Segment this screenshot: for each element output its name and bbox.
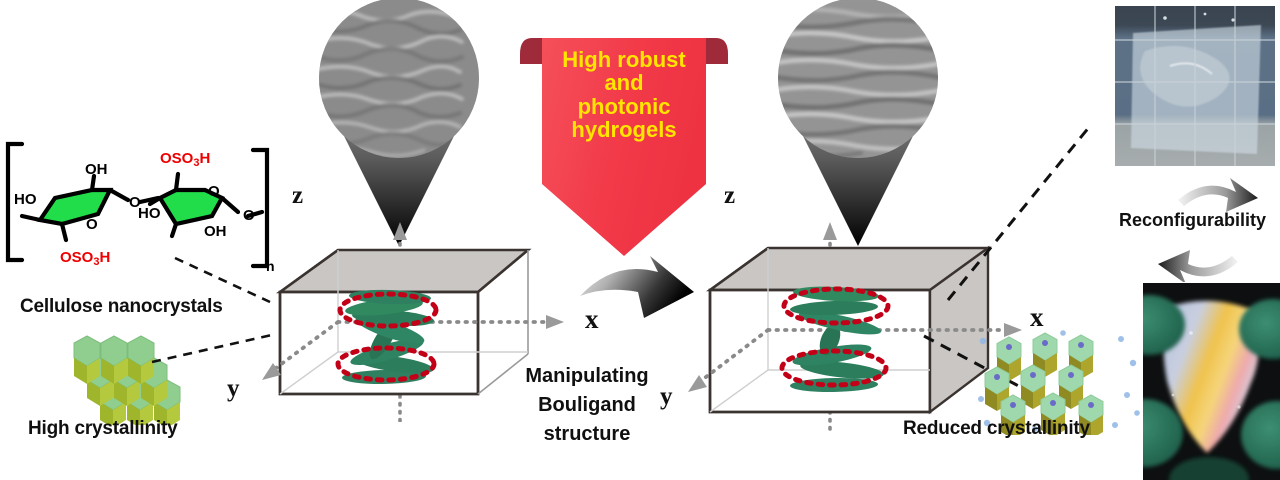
process-line-2: Bouligand	[538, 394, 636, 416]
cellulose-nanocrystals-label: Cellulose nanocrystals	[20, 296, 223, 317]
high-crystallinity-label: High crystallinity	[28, 418, 178, 439]
left-box-y-label: y	[227, 375, 240, 402]
photo-transparent-film	[1115, 6, 1275, 166]
dashed-connector-box-crystals	[923, 334, 1031, 394]
banner-line-3: photonic	[577, 93, 671, 119]
cnc-crystal-stack-reduced	[978, 330, 1140, 435]
right-box-x-label: x	[1030, 302, 1044, 332]
mol-label-oh-1: OH	[85, 161, 108, 178]
mol-label-o-ring2: O	[208, 183, 220, 200]
mol-label-oso3h-bottom: OSO3H	[60, 249, 110, 268]
z-axis-arrowhead	[393, 222, 407, 240]
z-axis-arrowhead-right	[823, 222, 837, 240]
reconfigurability-cycle-arrows	[1158, 178, 1258, 282]
reduced-crystallinity-label: Reduced crystallinity	[903, 418, 1090, 439]
mol-label-ho-2: HO	[138, 205, 161, 222]
process-line-3: structure	[543, 423, 631, 445]
banner-line-4: hydrogels	[571, 116, 677, 142]
process-arrow	[580, 256, 694, 318]
y-axis-arrowhead	[262, 363, 281, 380]
mol-label-oh-2: OH	[204, 223, 227, 240]
dashed-connector-crystals-box	[151, 332, 277, 364]
mol-label-o-right: O	[243, 207, 255, 224]
y-axis-arrowhead-right	[688, 375, 707, 392]
banner-ribbon	[520, 38, 728, 256]
cellulose-molecule-diagram: HO OH O O HO O OH O n OSO3H OSO3H	[5, 141, 275, 274]
mol-label-oso3h-top: OSO3H	[160, 150, 210, 169]
sem-right	[778, 0, 938, 246]
x-axis-arrowhead	[546, 315, 564, 329]
right-box	[688, 222, 1022, 432]
right-box-y-label: y	[660, 383, 673, 410]
helix-marker-ellipses	[335, 291, 439, 383]
process-line-1: Manipulating	[525, 365, 649, 387]
right-box-z-label: z	[724, 182, 736, 209]
left-box-z-label: z	[292, 182, 304, 209]
banner-text: High robust and photonic hydrogels	[516, 47, 732, 142]
process-caption: Manipulating Bouligand structure	[487, 362, 687, 449]
sem-left	[319, 0, 479, 246]
mol-bracket-n: n	[266, 258, 275, 274]
dashed-connector-box-top-photo	[946, 125, 1092, 301]
left-box-x-label: x	[585, 304, 599, 334]
x-axis-arrowhead-right	[1004, 323, 1022, 337]
left-box	[262, 222, 564, 422]
banner-line-1: High robust	[562, 47, 686, 72]
dashed-connector-molecule-box	[174, 256, 271, 304]
reconfigurability-label: Reconfigurability	[1119, 210, 1267, 230]
banner-line-2: and	[604, 70, 644, 96]
helix-marker-ellipses-right	[779, 286, 891, 388]
mol-label-ho-1: HO	[14, 191, 37, 208]
mol-label-o-glyco: O	[129, 194, 141, 211]
photo-iridescent-hydrogel	[1143, 283, 1280, 480]
mol-label-o-ring1: O	[86, 216, 98, 233]
